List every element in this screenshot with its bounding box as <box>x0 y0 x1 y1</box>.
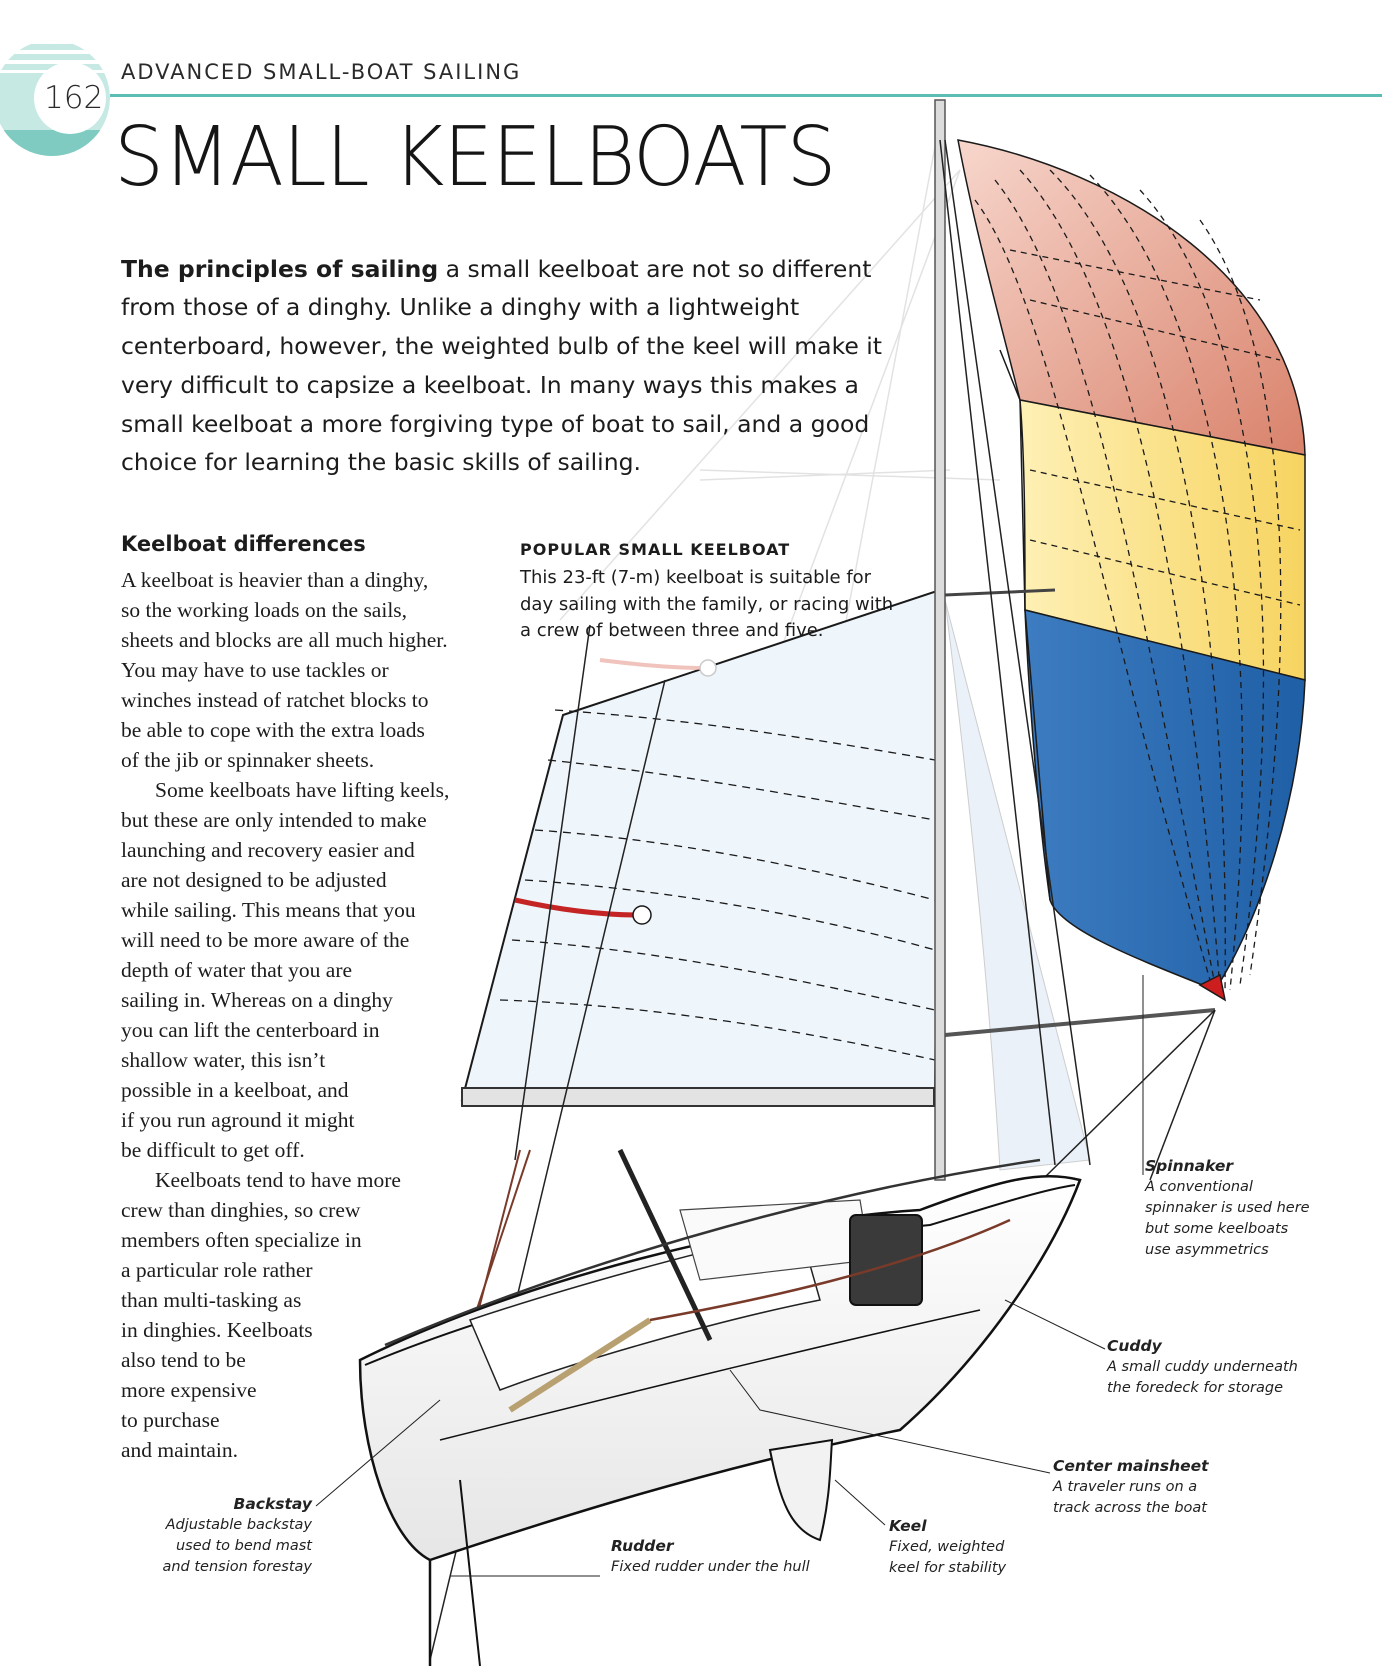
body-line: winches instead of ratchet blocks to <box>121 688 429 712</box>
body-line: are not designed to be adjusted <box>121 868 387 892</box>
label-desc: A small cuddy underneath <box>1107 1359 1298 1375</box>
body-line: depth of water that you are <box>121 958 353 982</box>
label-keel: Keel Fixed, weighted keel for stability <box>889 1516 1006 1579</box>
sidebar-body: A keelboat is heavier than a dinghy, so … <box>121 565 501 1465</box>
label-desc: spinnaker is used here <box>1145 1200 1310 1216</box>
figure-caption: This 23-ft (7-m) keelboat is suitable fo… <box>520 567 894 641</box>
label-desc: used to bend mast <box>175 1538 312 1554</box>
body-line: more expensive <box>121 1378 257 1402</box>
label-desc: A conventional <box>1145 1179 1253 1195</box>
body-line: sailing in. Whereas on a dinghy <box>121 988 393 1012</box>
body-line: be able to cope with the extra loads <box>121 718 425 742</box>
label-desc: Adjustable backstay <box>165 1517 312 1533</box>
body-line: in dinghies. Keelboats <box>121 1318 313 1342</box>
body-line: will need to be more aware of the <box>121 928 410 952</box>
body-line: You may have to use tackles or <box>121 658 389 682</box>
body-line: to purchase <box>121 1408 220 1432</box>
body-line: Some keelboats have lifting keels, <box>155 778 450 802</box>
spinnaker <box>957 139 1306 1002</box>
label-spinnaker: Spinnaker A conventional spinnaker is us… <box>1145 1156 1310 1261</box>
label-desc: the foredeck for storage <box>1107 1380 1283 1396</box>
body-line: shallow water, this isn’t <box>121 1048 326 1072</box>
label-title: Rudder <box>611 1537 674 1555</box>
body-line: crew than dinghies, so crew <box>121 1198 361 1222</box>
section-title: ADVANCED SMALL-BOAT SAILING <box>121 60 522 84</box>
label-title: Spinnaker <box>1145 1157 1234 1175</box>
label-title: Keel <box>889 1517 927 1535</box>
intro-lead: The principles of sailing <box>121 254 439 283</box>
figure-heading: POPULAR SMALL KEELBOAT <box>520 540 791 559</box>
sidebar-heading: Keelboat differences <box>121 532 366 556</box>
label-rudder: Rudder Fixed rudder under the hull <box>611 1536 810 1578</box>
body-line: sheets and blocks are all much higher. <box>121 628 448 652</box>
body-line: but these are only intended to make <box>121 808 427 832</box>
body-line: possible in a keelboat, and <box>121 1078 349 1102</box>
body-line: so the working loads on the sails, <box>121 598 408 622</box>
label-desc: and tension forestay <box>162 1559 312 1575</box>
label-desc: Fixed, weighted <box>889 1539 1005 1555</box>
intro-paragraph: The principles of sailing a small keelbo… <box>121 250 901 483</box>
body-line: launching and recovery easier and <box>121 838 415 862</box>
label-title: Backstay <box>233 1495 313 1513</box>
body-line: be difficult to get off. <box>121 1138 305 1162</box>
intro-text: a small keelboat are not so different fr… <box>121 254 883 477</box>
body-line: and maintain. <box>121 1438 239 1462</box>
page-number: 162 <box>44 80 104 116</box>
label-desc: Fixed rudder under the hull <box>611 1559 810 1575</box>
label-cuddy: Cuddy A small cuddy underneath the fored… <box>1107 1336 1298 1399</box>
body-line: while sailing. This means that you <box>121 898 416 922</box>
label-title: Cuddy <box>1107 1337 1162 1355</box>
body-line: A keelboat is heavier than a dinghy, <box>121 568 429 592</box>
body-line: members often specialize in <box>121 1228 362 1252</box>
label-desc: track across the boat <box>1053 1500 1207 1516</box>
hull <box>358 1148 1082 1666</box>
jib <box>944 599 1091 1171</box>
label-title: Center mainsheet <box>1053 1457 1209 1475</box>
header-rule <box>110 94 1382 97</box>
label-desc: use asymmetrics <box>1145 1242 1269 1258</box>
page-title: SMALL KEELBOATS <box>114 110 837 205</box>
label-desc: but some keelboats <box>1145 1221 1289 1237</box>
body-line: a particular role rather <box>121 1258 313 1282</box>
body-line: of the jib or spinnaker sheets. <box>121 748 375 772</box>
label-backstay: Backstay Adjustable backstay used to ben… <box>150 1494 312 1578</box>
label-desc: A traveler runs on a <box>1053 1479 1198 1495</box>
label-center-mainsheet: Center mainsheet A traveler runs on a tr… <box>1053 1456 1209 1519</box>
body-line: if you run aground it might <box>121 1108 355 1132</box>
mast <box>461 99 1216 1181</box>
body-line: Keelboats tend to have more <box>155 1168 401 1192</box>
body-line: also tend to be <box>121 1348 246 1372</box>
body-line: you can lift the centerboard in <box>121 1018 380 1042</box>
body-line: than multi-tasking as <box>121 1288 302 1312</box>
label-desc: keel for stability <box>889 1560 1007 1576</box>
